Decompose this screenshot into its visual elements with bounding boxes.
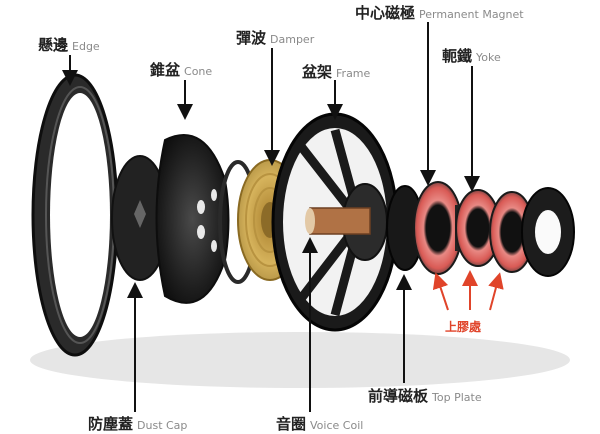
- glue-arrow-left: [432, 272, 449, 311]
- cone-part: [155, 134, 230, 304]
- label-voice-coil-zh: 音圈: [276, 415, 307, 433]
- voice-coil-part: [305, 207, 371, 235]
- edge-part: [31, 73, 119, 357]
- label-cone-zh: 錐盆: [150, 61, 181, 79]
- label-yoke-en: Yoke: [476, 51, 501, 64]
- label-dust-cap-en: Dust Cap: [137, 419, 188, 432]
- label-damper-en: Damper: [270, 33, 315, 46]
- label-damper-zh: 彈波: [236, 29, 267, 47]
- floor-shadow: [30, 332, 570, 388]
- label-yoke-zh: 軛鐵: [442, 47, 473, 65]
- label-cone-en: Cone: [184, 65, 213, 78]
- yoke-part: [521, 187, 575, 277]
- label-dust-cap-zh: 防塵蓋: [88, 415, 134, 433]
- label-magnet-en: Permanent Magnet: [419, 8, 524, 21]
- label-magnet-zh: 中心磁極: [355, 4, 416, 22]
- label-edge-zh: 懸邊: [38, 36, 69, 54]
- label-glue: 上膠處: [445, 320, 482, 334]
- label-edge-en: Edge: [72, 40, 100, 53]
- label-frame-en: Frame: [336, 67, 371, 80]
- magnet-part: [413, 181, 535, 275]
- label-voice-coil-en: Voice Coil: [310, 419, 364, 432]
- glue-arrow-right: [488, 272, 504, 311]
- label-frame-zh: 盆架: [302, 63, 333, 81]
- label-top-plate-zh: 前導磁板: [368, 387, 429, 405]
- label-top-plate-en: Top Plate: [432, 391, 482, 404]
